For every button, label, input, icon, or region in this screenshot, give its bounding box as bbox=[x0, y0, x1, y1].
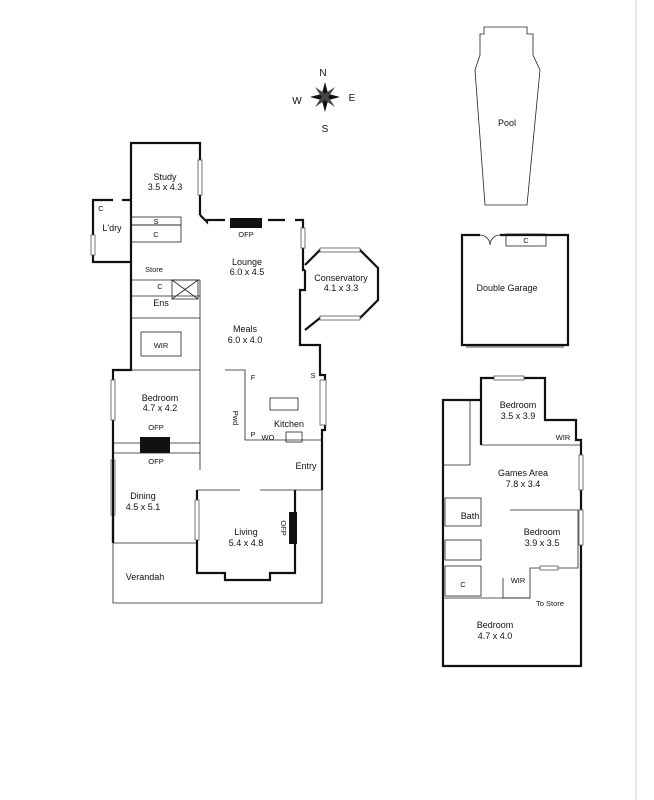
ensuite-label: Ens bbox=[153, 298, 169, 308]
store-label: Store bbox=[145, 265, 163, 274]
upper-bedroom2-label: Bedroom bbox=[524, 527, 561, 537]
living-fireplace-label: OFP bbox=[279, 520, 288, 535]
wir-label: WIR bbox=[154, 341, 169, 350]
dining-label: Dining bbox=[130, 491, 156, 501]
lounge-size: 6.0 x 4.5 bbox=[230, 267, 265, 277]
verandah-label: Verandah bbox=[126, 572, 165, 582]
lounge-label: Lounge bbox=[232, 257, 262, 267]
games-area-size: 7.8 x 3.4 bbox=[506, 479, 541, 489]
games-area-label: Games Area bbox=[498, 468, 548, 478]
pool: Pool bbox=[474, 26, 541, 206]
compass-s: S bbox=[322, 124, 329, 135]
laundry-label: L'dry bbox=[102, 223, 122, 233]
ens-cupboard-label: C bbox=[157, 282, 163, 291]
lounge-fireplace-label: OFP bbox=[238, 230, 253, 239]
garage-label: Double Garage bbox=[476, 283, 537, 293]
pool-label: Pool bbox=[498, 118, 516, 128]
conservatory-size: 4.1 x 3.3 bbox=[324, 283, 359, 293]
double-garage: C Double Garage bbox=[460, 233, 570, 348]
laundry-cupboard-label: C bbox=[98, 204, 104, 213]
ground-floor: Study 3.5 x 4.3 L'dry C S C Store C Ens … bbox=[90, 141, 380, 604]
living-label: Living bbox=[234, 527, 258, 537]
dining-size: 4.5 x 5.1 bbox=[126, 502, 161, 512]
bedroom-size: 4.7 x 4.2 bbox=[143, 403, 178, 413]
dining-fireplace-label: OFP bbox=[148, 457, 163, 466]
upper-bedroom1-label: Bedroom bbox=[500, 400, 537, 410]
fridge-label: F bbox=[251, 373, 256, 382]
living-size: 5.4 x 4.8 bbox=[229, 538, 264, 548]
compass-e: E bbox=[349, 93, 356, 104]
upper-cupboard-label: C bbox=[460, 580, 466, 589]
upper-wir2-label: WIR bbox=[511, 576, 526, 585]
compass-rose-icon: N W E S bbox=[292, 68, 355, 135]
conservatory-label: Conservatory bbox=[314, 273, 368, 283]
meals-label: Meals bbox=[233, 324, 258, 334]
upper-bedroom3-size: 4.7 x 4.0 bbox=[478, 631, 513, 641]
store-s-label: S bbox=[310, 371, 315, 380]
shelf-label: S bbox=[153, 217, 158, 226]
study-label: Study bbox=[153, 172, 177, 182]
upper-wir1-label: WIR bbox=[556, 433, 571, 442]
kitchen-label: Kitchen bbox=[274, 419, 304, 429]
cupboard-label: C bbox=[153, 230, 159, 239]
upper-bedroom2-size: 3.9 x 3.5 bbox=[525, 538, 560, 548]
compass-n: N bbox=[319, 68, 326, 79]
bath-label: Bath bbox=[461, 511, 480, 521]
meals-size: 6.0 x 4.0 bbox=[228, 335, 263, 345]
upper-bedroom3-label: Bedroom bbox=[477, 620, 514, 630]
powder-room-label: Pwd bbox=[231, 411, 240, 426]
upper-floor: Bedroom 3.5 x 3.9 WIR Games Area 7.8 x 3… bbox=[441, 375, 584, 668]
entry-label: Entry bbox=[295, 461, 317, 471]
garage-cupboard-label: C bbox=[523, 236, 529, 245]
study-size: 3.5 x 4.3 bbox=[148, 182, 183, 192]
upper-bedroom1-size: 3.5 x 3.9 bbox=[501, 411, 536, 421]
wall-oven-label: WO bbox=[262, 433, 275, 442]
bedroom-fireplace-label: OFP bbox=[148, 423, 163, 432]
compass-w: W bbox=[292, 96, 302, 107]
pantry-label: P bbox=[250, 430, 255, 439]
to-store-label: To Store bbox=[536, 599, 564, 608]
bedroom-label: Bedroom bbox=[142, 393, 179, 403]
